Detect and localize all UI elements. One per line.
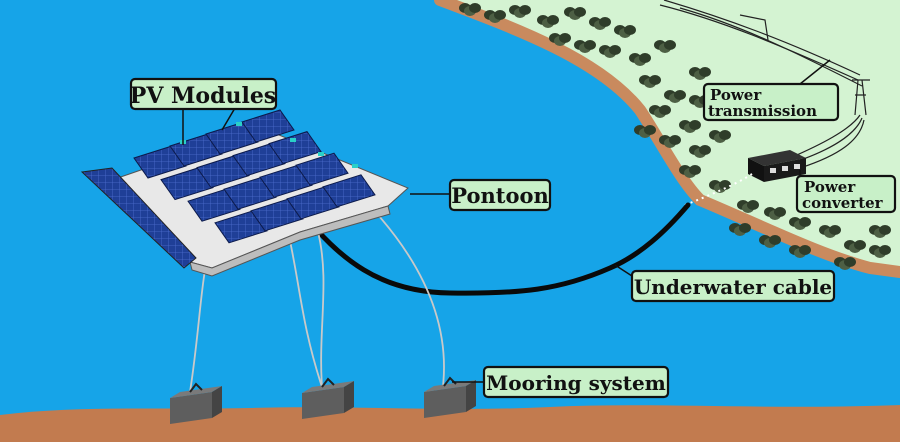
tree-clump (664, 40, 676, 50)
tree-clump (689, 120, 701, 130)
tree-clump (649, 75, 661, 85)
power-transmission-label-1: Power (710, 86, 762, 104)
tree-clump (747, 200, 759, 210)
tree-clump (559, 33, 571, 43)
pv-modules-label: PV Modules (130, 83, 276, 109)
mooring-blocks (170, 376, 476, 424)
tree-clump (639, 53, 651, 63)
land (440, 0, 900, 272)
underwater-cable (297, 202, 691, 296)
tree-clump (689, 165, 701, 175)
tree-clump (844, 257, 856, 267)
tree-clump (599, 17, 611, 27)
tree-clump (519, 5, 531, 15)
tree-clump (494, 10, 506, 20)
label-power-converter: Power converter (795, 170, 897, 214)
pv-panel (205, 121, 259, 155)
pv-panel (223, 176, 277, 210)
pontoon-label: Pontoon (451, 183, 548, 208)
power-converter-unit (748, 150, 806, 182)
tree-clump (624, 25, 636, 35)
label-pontoon: Pontoon (410, 178, 552, 212)
tree-clump (699, 145, 711, 155)
pv-panel (187, 188, 241, 222)
mooring-block (302, 377, 354, 419)
pv-panel (241, 109, 295, 143)
tree-clump (879, 225, 891, 235)
mooring-block (170, 382, 222, 424)
tree-clump (769, 235, 781, 245)
pv-panel-array (133, 109, 376, 244)
shoreline (434, 0, 900, 278)
pv-panel (259, 164, 313, 198)
tree-clump (799, 217, 811, 227)
tree-clump (699, 67, 711, 77)
tree-clump (547, 15, 559, 25)
tree-clump (719, 130, 731, 140)
tree-clump (739, 223, 751, 233)
label-pv-modules: PV Modules (130, 77, 278, 145)
label-underwater-cable: Underwater cable (614, 264, 836, 303)
tree-clump (574, 7, 586, 17)
mooring-block (424, 376, 476, 418)
pv-panel (160, 167, 214, 201)
tree-clump (799, 245, 811, 255)
mooring-system-label: Mooring system (486, 371, 666, 395)
pv-panel (250, 198, 304, 232)
seabed (0, 405, 900, 442)
tree-clump (609, 45, 621, 55)
tree-clump (774, 207, 786, 217)
label-power-transmission: Power transmission (702, 59, 840, 122)
pv-panel (268, 131, 322, 165)
tree-clump (584, 40, 596, 50)
underwater-cable-label: Underwater cable (634, 275, 832, 299)
power-converter-label-2: converter (802, 194, 884, 212)
tree-clump (644, 125, 656, 135)
tree-clump (674, 90, 686, 100)
pv-panel (322, 174, 376, 208)
pv-panel (232, 143, 286, 177)
tree-clump (659, 105, 671, 115)
tree-clump (879, 245, 891, 255)
power-transmission-label-2: transmission (708, 102, 817, 120)
tree-clump (829, 225, 841, 235)
pv-panel (295, 152, 349, 186)
floating-platform (80, 109, 409, 277)
label-mooring-system: Mooring system (452, 365, 670, 399)
tree-clump (854, 240, 866, 250)
tree-clump (719, 180, 731, 190)
power-transmission-lines (659, 0, 870, 169)
tree-clump (469, 3, 481, 13)
pv-panel (214, 210, 268, 244)
land-cable (684, 173, 753, 206)
pv-panel (286, 186, 340, 220)
pv-panel (196, 155, 250, 189)
side-panel (80, 167, 197, 269)
tree-clump (669, 135, 681, 145)
power-converter-label-1: Power (804, 178, 856, 196)
pv-panel (133, 145, 187, 179)
